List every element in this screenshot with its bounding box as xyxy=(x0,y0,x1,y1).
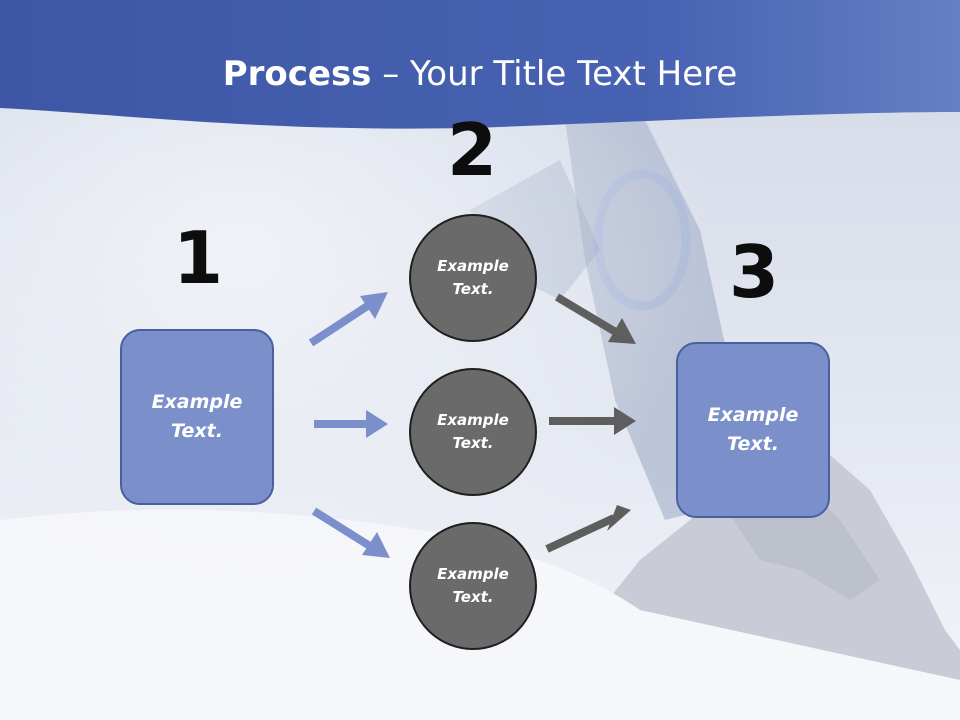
step-3-box: Example Text. xyxy=(676,342,830,518)
box-left-line1: Example xyxy=(151,391,243,413)
title-rest: – Your Title Text Here xyxy=(371,54,738,94)
box-right-line1: Example xyxy=(707,404,799,426)
circle-top-line1: Example xyxy=(437,257,509,275)
circle-middle-line2: Text. xyxy=(452,434,494,452)
step-number-2: 2 xyxy=(446,108,498,192)
step-2-circle-top: Example Text. xyxy=(409,214,537,342)
step-2-circle-middle: Example Text. xyxy=(409,368,537,496)
arrow-1-to-middle xyxy=(314,410,388,438)
arrow-middle-to-3 xyxy=(549,407,636,435)
circle-middle-line1: Example xyxy=(437,411,509,429)
slide-title: Process – Your Title Text Here xyxy=(0,52,960,96)
step-2-circle-bottom: Example Text. xyxy=(409,522,537,650)
step-number-3: 3 xyxy=(728,230,780,314)
arrow-bottom-to-3 xyxy=(545,505,631,553)
box-right-line2: Text. xyxy=(727,433,779,455)
title-bold: Process xyxy=(222,54,372,94)
arrow-top-to-3 xyxy=(554,293,636,344)
step-1-box: Example Text. xyxy=(120,329,274,505)
circle-bottom-line1: Example xyxy=(437,565,509,583)
arrow-1-to-top xyxy=(308,292,388,347)
arrow-1-to-bottom xyxy=(311,507,390,558)
step-number-1: 1 xyxy=(172,216,224,300)
circle-top-line2: Text. xyxy=(452,280,494,298)
box-left-line2: Text. xyxy=(171,420,223,442)
circle-bottom-line2: Text. xyxy=(452,588,494,606)
